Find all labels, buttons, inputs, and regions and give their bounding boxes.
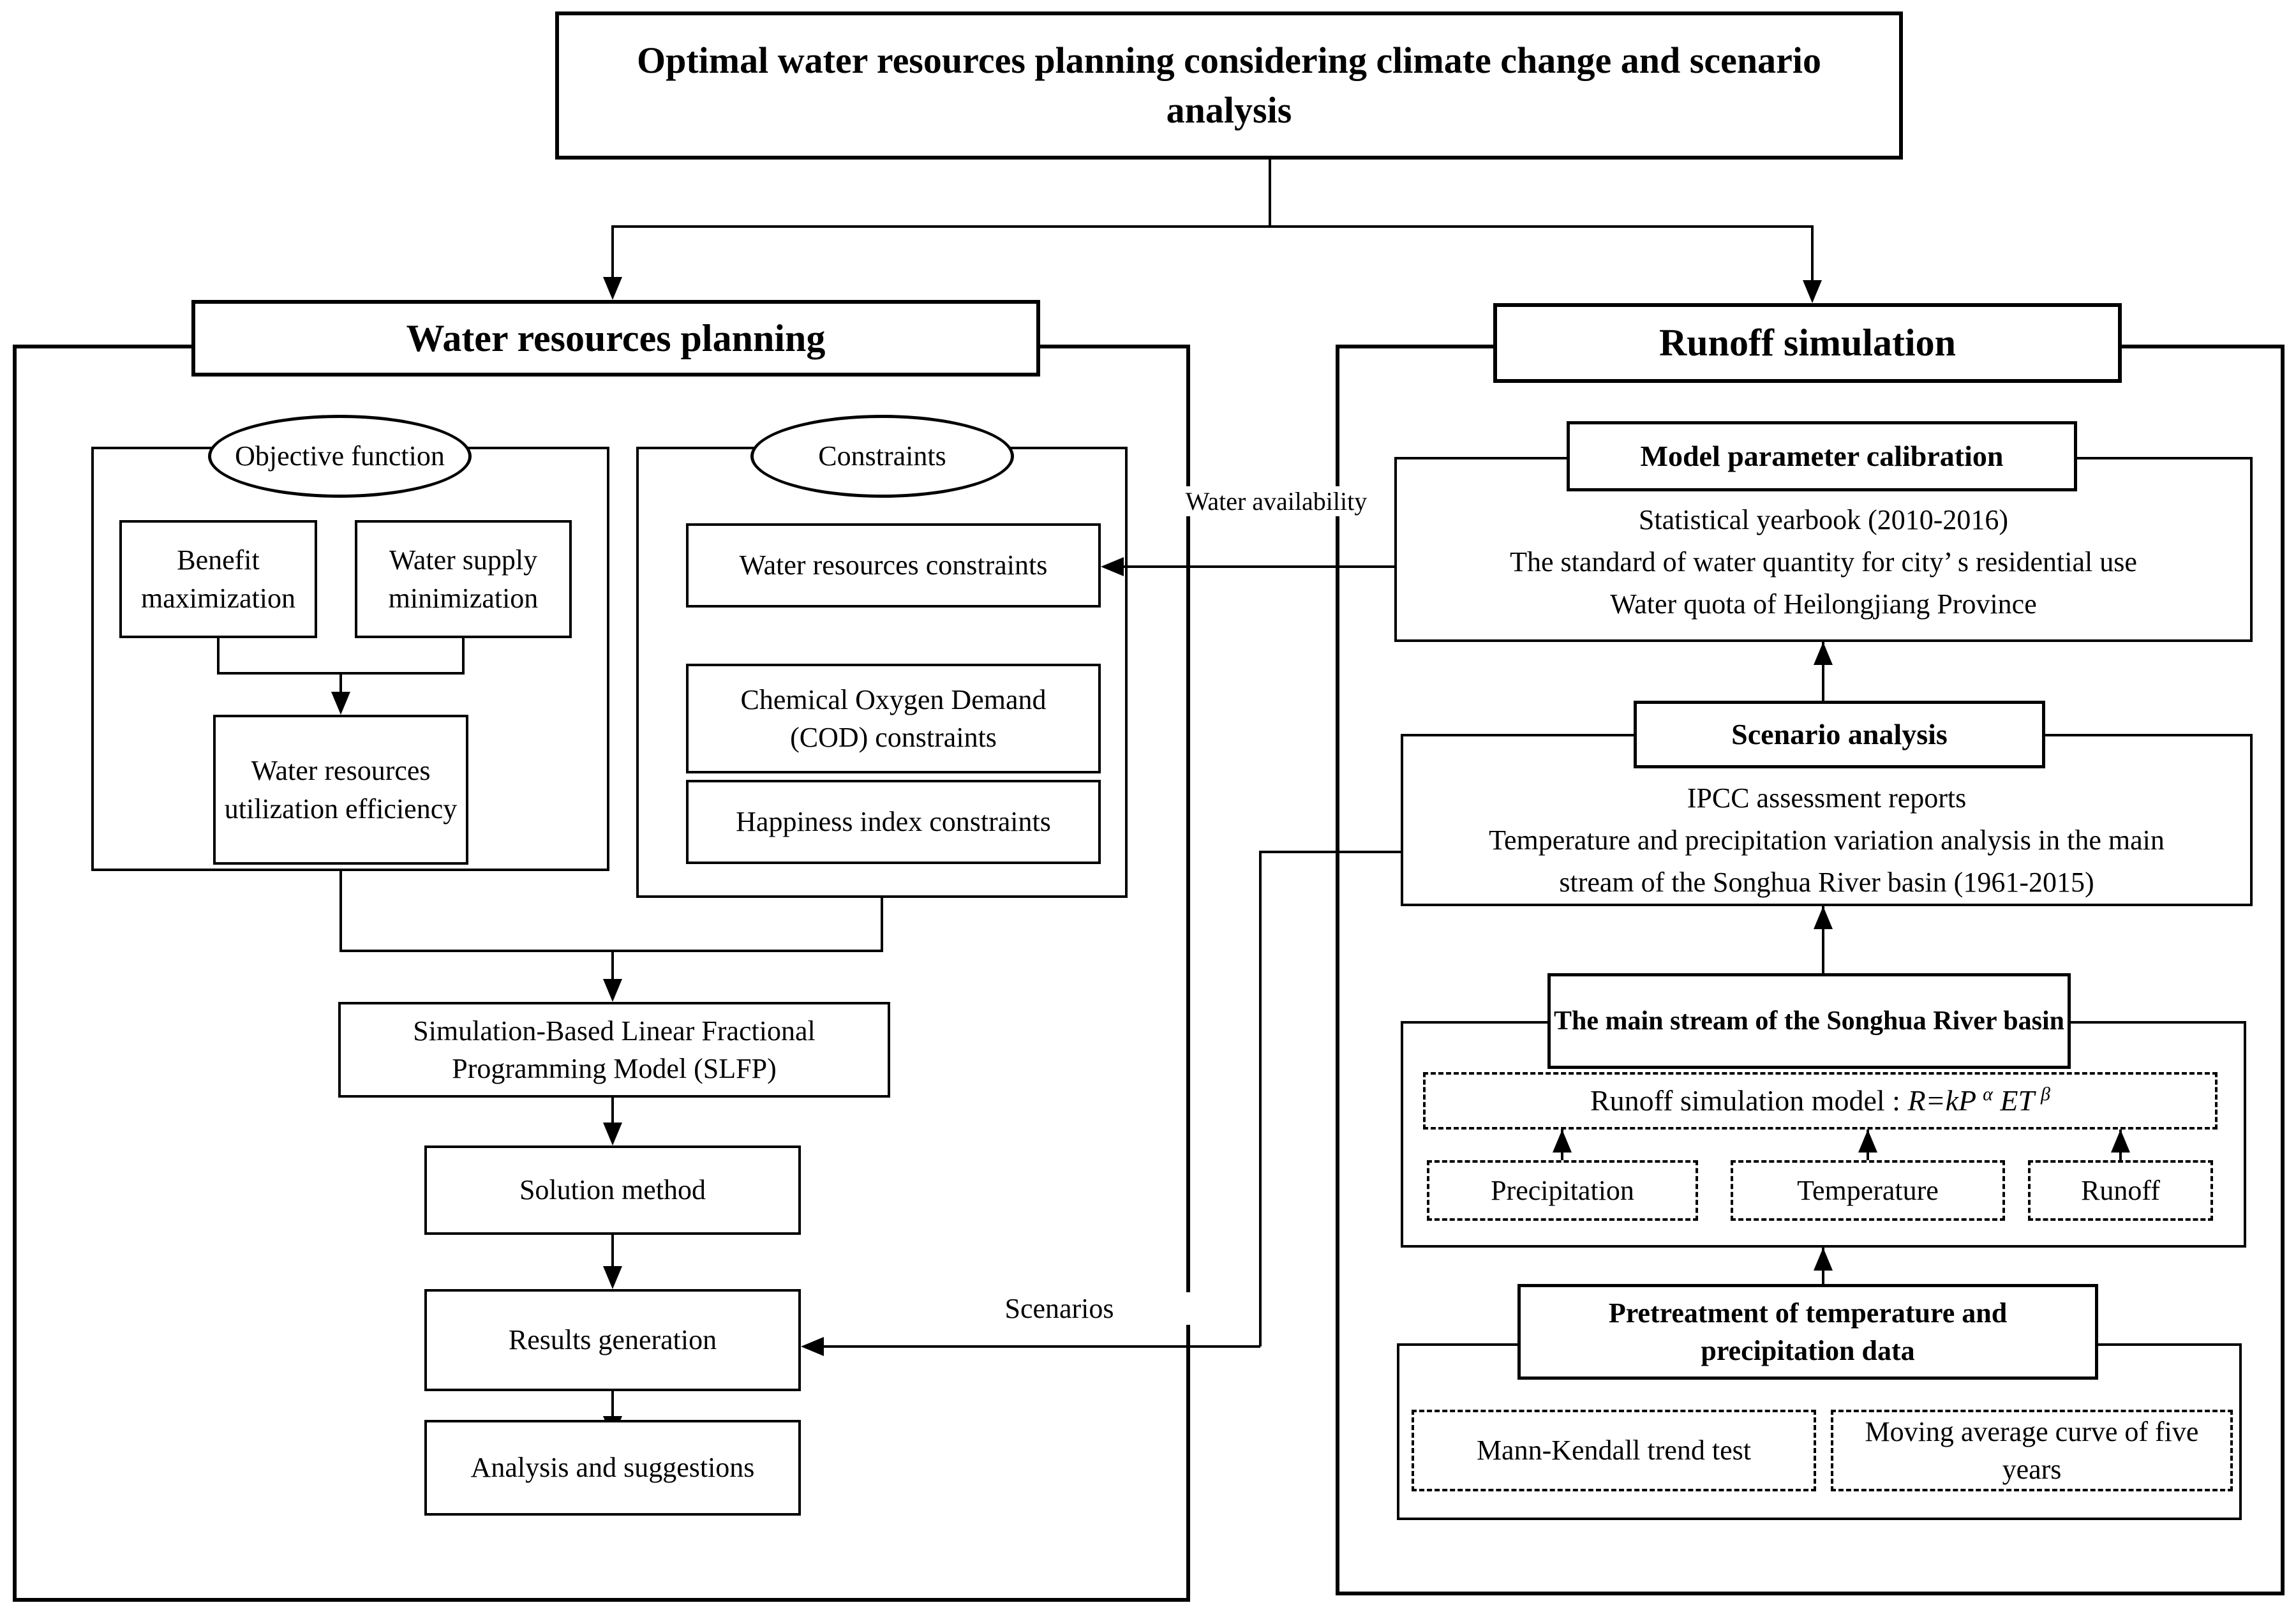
analysis-suggestions-box: Analysis and suggestions (424, 1420, 801, 1516)
calibration-line: The standard of water quantity for city’… (1510, 546, 2137, 578)
runoff-model-box: Runoff simulation model : R=kP α ET β (1423, 1072, 2218, 1130)
cod-constraints-box: Chemical Oxygen Demand (COD) constraints (686, 664, 1101, 773)
water-availability-label: Water availability (1181, 486, 1372, 516)
connector-objective-bottom (339, 871, 342, 952)
songhua-title-box: The main stream of the Songhua River bas… (1547, 973, 2071, 1069)
arrowhead-model-runoff (2111, 1130, 2130, 1153)
solution-method-label: Solution method (519, 1174, 706, 1206)
connector-constraints-bottom (881, 898, 883, 952)
scenario-analysis-content: IPCC assessment reports Temperature and … (1410, 777, 2243, 904)
temperature-label: Temperature (1797, 1174, 1939, 1206)
formula-base2: ET (2000, 1084, 2035, 1117)
formula-base1: R=kP (1907, 1084, 1977, 1117)
left-panel-header-label: Water resources planning (406, 317, 826, 359)
connector-scenarios-drop (1259, 851, 1262, 1347)
pretreatment-title-label: Pretreatment of temperature and precipit… (1608, 1297, 2008, 1366)
connector-to-left-header (611, 225, 614, 280)
cod-constraints-label: Chemical Oxygen Demand (COD) constraints (740, 683, 1047, 753)
precipitation-box: Precipitation (1427, 1160, 1698, 1221)
connector-to-right-header (1811, 225, 1814, 283)
scenario-line: IPCC assessment reports (1687, 782, 1967, 814)
connector-title-branch (611, 225, 1814, 228)
arrowhead-right-header (1803, 280, 1822, 303)
moving-average-box: Moving average curve of five years (1831, 1410, 2233, 1491)
main-title-box: Optimal water resources planning conside… (555, 11, 1903, 160)
left-panel-header: Water resources planning (191, 300, 1040, 377)
connector-slfp-solution (611, 1098, 614, 1126)
connector-scenarios-horizontal (809, 1345, 1260, 1348)
connector-water-availability (1120, 565, 1394, 568)
right-panel-header: Runoff simulation (1493, 303, 2122, 383)
arrowhead-slfp (603, 979, 622, 1002)
main-title: Optimal water resources planning conside… (637, 39, 1821, 131)
mann-kendall-label: Mann-Kendall trend test (1476, 1435, 1752, 1466)
runoff-label: Runoff (2081, 1174, 2160, 1206)
water-resources-constraints-box: Water resources constraints (686, 523, 1101, 608)
water-supply-minimization-label: Water supply minimization (388, 544, 539, 614)
slfp-model-label: Simulation-Based Linear Fractional Progr… (413, 1015, 816, 1084)
calibration-content: Statistical yearbook (2010-2016) The sta… (1404, 499, 2243, 625)
calibration-line: Water quota of Heilongjiang Province (1610, 588, 2037, 620)
precipitation-label: Precipitation (1491, 1174, 1634, 1206)
arrowhead-model-temperature (1858, 1130, 1877, 1153)
runoff-model-formula: Runoff simulation model : R=kP α ET β (1590, 1081, 2050, 1121)
connector-to-efficiency (339, 672, 342, 696)
arrowhead-left-header (603, 277, 622, 300)
arrowhead-water-availability (1101, 557, 1124, 576)
arrowhead-efficiency (331, 692, 350, 715)
arrowhead-solution (603, 1123, 622, 1145)
runoff-model-prefix: Runoff simulation model : (1590, 1084, 1908, 1117)
scenario-analysis-title-label: Scenario analysis (1731, 717, 1948, 750)
formula-beta: β (2041, 1083, 2050, 1105)
constraints-ellipse: Constraints (750, 415, 1014, 498)
right-panel-header-label: Runoff simulation (1659, 322, 1957, 364)
benefit-maximization-box: Benefit maximization (119, 520, 317, 638)
slfp-model-box: Simulation-Based Linear Fractional Progr… (338, 1002, 890, 1098)
benefit-maximization-label: Benefit maximization (141, 544, 295, 614)
connector-results-analysis (611, 1391, 614, 1420)
connector-songhua-scenario (1822, 906, 1824, 978)
calibration-line: Statistical yearbook (2010-2016) (1638, 504, 2009, 535)
connector-supply-down (462, 638, 465, 675)
analysis-suggestions-label: Analysis and suggestions (470, 1452, 755, 1484)
results-generation-label: Results generation (508, 1324, 717, 1356)
scenario-line: stream of the Songhua River basin (1961-… (1559, 867, 2094, 898)
scenarios-label: Scenarios (913, 1292, 1206, 1325)
calibration-title-box: Model parameter calibration (1567, 421, 2077, 491)
arrowhead-results (603, 1266, 622, 1289)
water-resources-efficiency-label: Water resources utilization efficiency (224, 755, 458, 824)
scenario-analysis-title-box: Scenario analysis (1634, 701, 2045, 768)
objective-function-container (91, 447, 609, 871)
formula-alpha: α (1983, 1083, 1993, 1105)
constraints-label: Constraints (818, 440, 946, 472)
songhua-title-label: The main stream of the Songhua River bas… (1553, 1006, 2065, 1036)
water-resources-efficiency-box: Water resources utilization efficiency (213, 715, 468, 865)
calibration-title-label: Model parameter calibration (1640, 439, 2004, 472)
happiness-index-constraints-label: Happiness index constraints (736, 806, 1051, 838)
pretreatment-title-box: Pretreatment of temperature and precipit… (1517, 1284, 2098, 1380)
objective-function-ellipse: Objective function (208, 415, 472, 498)
runoff-box: Runoff (2028, 1160, 2213, 1221)
mann-kendall-box: Mann-Kendall trend test (1412, 1410, 1816, 1491)
results-generation-box: Results generation (424, 1289, 801, 1391)
moving-average-label: Moving average curve of five years (1865, 1415, 2199, 1485)
arrowhead-scenarios (801, 1337, 824, 1356)
temperature-box: Temperature (1731, 1160, 2005, 1221)
connector-benefit-down (217, 638, 220, 675)
connector-scenario-calibration (1822, 642, 1824, 701)
connector-title-drop (1269, 160, 1271, 227)
arrowhead-songhua (1814, 1248, 1833, 1271)
happiness-index-constraints-box: Happiness index constraints (686, 780, 1101, 864)
connector-to-slfp (611, 950, 614, 981)
objective-function-label: Objective function (235, 440, 445, 472)
water-resources-constraints-label: Water resources constraints (739, 549, 1048, 581)
arrowhead-calibration (1814, 642, 1833, 665)
water-supply-minimization-box: Water supply minimization (355, 520, 572, 638)
connector-scenarios-top (1259, 851, 1401, 853)
arrowhead-model-precipitation (1553, 1130, 1572, 1153)
connector-solution-results (611, 1235, 614, 1270)
solution-method-box: Solution method (424, 1145, 801, 1235)
arrowhead-scenario (1814, 906, 1833, 929)
scenario-line: Temperature and precipitation variation … (1489, 824, 2165, 856)
